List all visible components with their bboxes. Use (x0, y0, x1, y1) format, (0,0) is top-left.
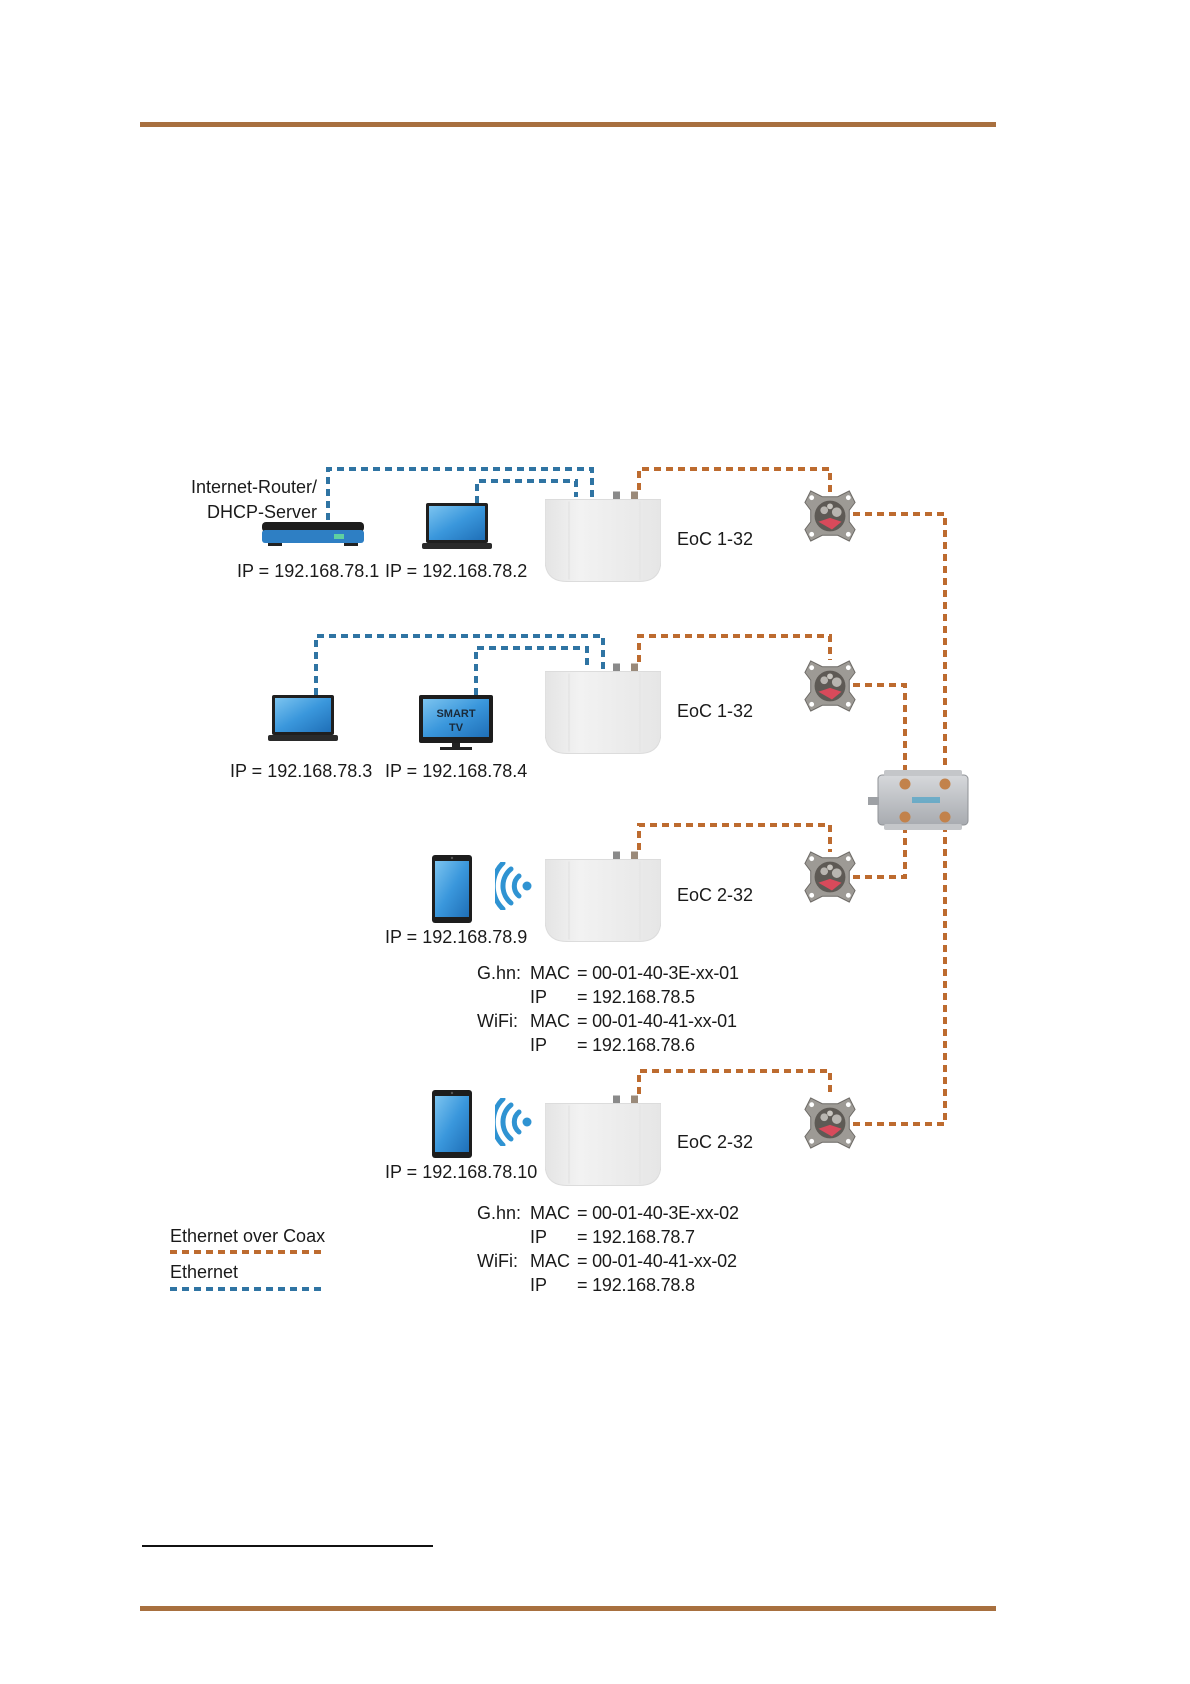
eoc-4-info: G.hn: MAC = 00-01-40-3E-xx-02 IP = 192.1… (477, 1203, 739, 1295)
wifi-label: WiFi: (477, 1011, 518, 1031)
laptop-3-ip: IP = 192.168.78.3 (230, 761, 372, 781)
laptop-3: IP = 192.168.78.3 (230, 695, 372, 781)
legend-ethernet-label: Ethernet (170, 1262, 238, 1282)
ip-key: IP (530, 1227, 547, 1247)
wifi-label: WiFi: (477, 1251, 518, 1271)
tablet-10-ip: IP = 192.168.78.10 (385, 1162, 537, 1182)
ghn-ip-value: = 192.168.78.7 (577, 1227, 695, 1247)
footer-rule (140, 1606, 996, 1611)
ethernet-links (314, 467, 605, 695)
coax-wall-socket-icon (804, 851, 856, 903)
eth-router-to-eoc1 (326, 467, 594, 520)
router-icon (262, 522, 364, 546)
laptop-icon (268, 695, 338, 741)
coax-wall-socket-icon (804, 490, 856, 542)
eoc-2-label: EoC 1-32 (677, 701, 753, 721)
tv-label-line2: TV (449, 722, 464, 734)
mac-key: MAC (530, 1251, 570, 1271)
coax-socket4-to-splitter (853, 828, 947, 1126)
splitter-icon (868, 770, 969, 830)
legend-coax-label: Ethernet over Coax (170, 1226, 325, 1246)
header-rule (140, 122, 996, 127)
router-device: Internet-Router/ DHCP-Server IP = 192.16… (191, 477, 379, 581)
router-ip: IP = 192.168.78.1 (237, 561, 379, 581)
tablet-icon (432, 855, 472, 923)
wifi-ip-value: = 192.168.78.6 (577, 1035, 695, 1055)
coax-eoc1-to-socket1 (637, 467, 832, 494)
mac-key: MAC (530, 963, 570, 983)
wifi-mac-value: = 00-01-40-41-xx-02 (577, 1251, 737, 1271)
coax-links (637, 467, 947, 1126)
mac-key: MAC (530, 1203, 570, 1223)
tablet-9: IP = 192.168.78.9 (385, 855, 532, 947)
smart-tv-icon: SMART TV (419, 695, 493, 750)
laptop-icon (422, 503, 492, 549)
coax-wall-socket-icon (804, 660, 856, 712)
ghn-ip-value: = 192.168.78.5 (577, 987, 695, 1007)
eoc-1-label: EoC 1-32 (677, 529, 753, 549)
tv-label-line1: SMART (436, 708, 475, 720)
legend: Ethernet over Coax Ethernet (170, 1226, 325, 1291)
tv-ip: IP = 192.168.78.4 (385, 761, 527, 781)
router-label-line2: DHCP-Server (207, 502, 317, 522)
ghn-mac-value: = 00-01-40-3E-xx-02 (577, 1203, 739, 1223)
eoc-3-info: G.hn: MAC = 00-01-40-3E-xx-01 IP = 192.1… (477, 963, 739, 1055)
eoc-3-label: EoC 2-32 (677, 885, 753, 905)
eoc-adapter-icon (545, 1094, 661, 1187)
eth-laptop3-to-eoc2 (314, 634, 605, 695)
smart-tv: SMART TV IP = 192.168.78.4 (385, 695, 527, 781)
footnote-separator (142, 1545, 433, 1547)
coax-eoc4-to-socket4 (637, 1069, 832, 1096)
ghn-mac-value: = 00-01-40-3E-xx-01 (577, 963, 739, 983)
eoc-4-label: EoC 2-32 (677, 1132, 753, 1152)
ghn-label: G.hn: (477, 963, 521, 983)
ip-key: IP (530, 987, 547, 1007)
ghn-label: G.hn: (477, 1203, 521, 1223)
coax-wall-socket-icon (804, 1097, 856, 1149)
tablet-9-ip: IP = 192.168.78.9 (385, 927, 527, 947)
wifi-icon (493, 1099, 531, 1145)
ip-key: IP (530, 1275, 547, 1295)
ip-key: IP (530, 1035, 547, 1055)
coax-socket2-to-splitter (853, 683, 907, 780)
coax-socket3-to-splitter (853, 828, 907, 879)
coax-eoc3-to-socket3 (637, 823, 832, 852)
eth-tv-to-eoc2 (474, 646, 589, 695)
router-label-line1: Internet-Router/ (191, 477, 317, 497)
laptop-1-ip: IP = 192.168.78.2 (385, 561, 527, 581)
wifi-mac-value: = 00-01-40-41-xx-01 (577, 1011, 737, 1031)
eoc-adapter-icon (545, 662, 661, 755)
laptop-1: IP = 192.168.78.2 (385, 503, 527, 581)
wifi-ip-value: = 192.168.78.8 (577, 1275, 695, 1295)
tablet-icon (432, 1090, 472, 1158)
wifi-icon (493, 863, 531, 909)
eoc-adapter-icon (545, 850, 661, 943)
mac-key: MAC (530, 1011, 570, 1031)
eoc-adapter-icon (545, 490, 661, 583)
tablet-10: IP = 192.168.78.10 (385, 1090, 537, 1182)
coax-socket1-to-splitter (853, 512, 947, 780)
coax-eoc2-to-socket2 (637, 634, 832, 662)
